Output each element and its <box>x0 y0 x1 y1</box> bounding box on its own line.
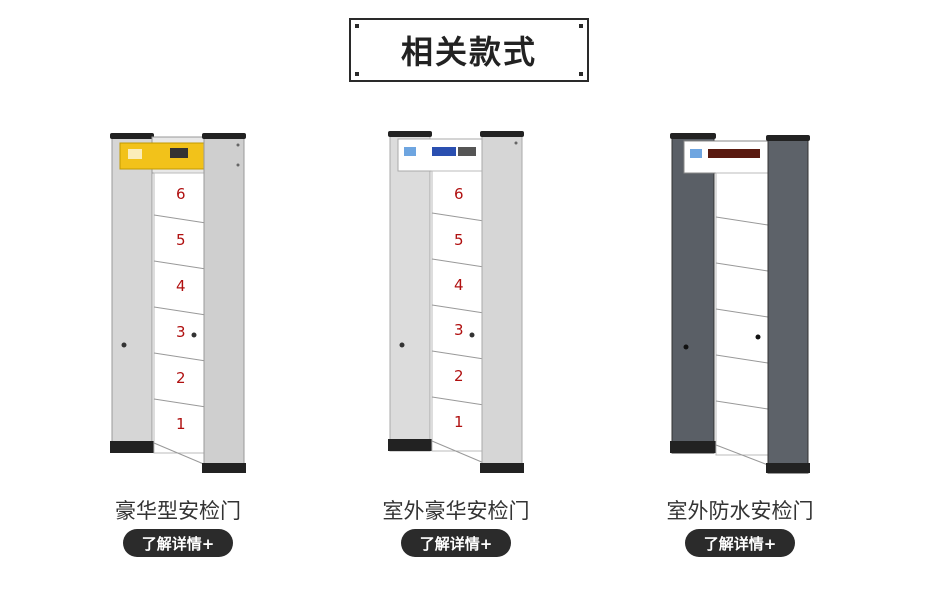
product-card-1: 6 5 4 3 2 1 豪华型安检门 了解详情+ <box>48 125 308 557</box>
security-gate-image[interactable]: 6 5 4 3 2 1 <box>376 125 536 485</box>
zone-4-label: 4 <box>176 277 186 295</box>
zone-5-label: 5 <box>454 231 464 249</box>
zone-6-label: 6 <box>176 185 186 203</box>
zone-6-label: 6 <box>454 185 464 203</box>
zone-1-label: 1 <box>176 415 186 433</box>
zone-1-label: 1 <box>454 413 464 431</box>
zone-4-label: 4 <box>454 276 464 294</box>
zone-2-label: 2 <box>176 369 186 387</box>
product-card-3: 6 5 4 3 2 1 室外防水安检门 了解详情+ <box>610 125 870 557</box>
learn-more-button[interactable]: 了解详情+ <box>123 529 233 557</box>
product-name: 室外豪华安检门 <box>382 499 530 523</box>
zone-3-label: 3 <box>176 323 186 341</box>
security-gate-image[interactable]: 6 5 4 3 2 1 <box>98 125 258 485</box>
section-title-box: 相关款式 <box>349 18 589 82</box>
corner-dot <box>579 72 583 76</box>
zone-2-label: 2 <box>454 367 464 385</box>
corner-dot <box>355 24 359 28</box>
corner-dot <box>579 24 583 28</box>
product-card-2: 6 5 4 3 2 1 室外豪华安检门 了解详情+ <box>326 125 586 557</box>
section-title: 相关款式 <box>400 33 537 71</box>
corner-dot <box>355 72 359 76</box>
zone-5-label: 5 <box>176 231 186 249</box>
product-name: 豪华型安检门 <box>115 499 241 523</box>
security-gate-image[interactable]: 6 5 4 3 2 1 <box>660 125 820 485</box>
zone-3-label: 3 <box>454 321 464 339</box>
learn-more-button[interactable]: 了解详情+ <box>685 529 795 557</box>
product-name: 室外防水安检门 <box>666 499 814 523</box>
learn-more-button[interactable]: 了解详情+ <box>401 529 511 557</box>
